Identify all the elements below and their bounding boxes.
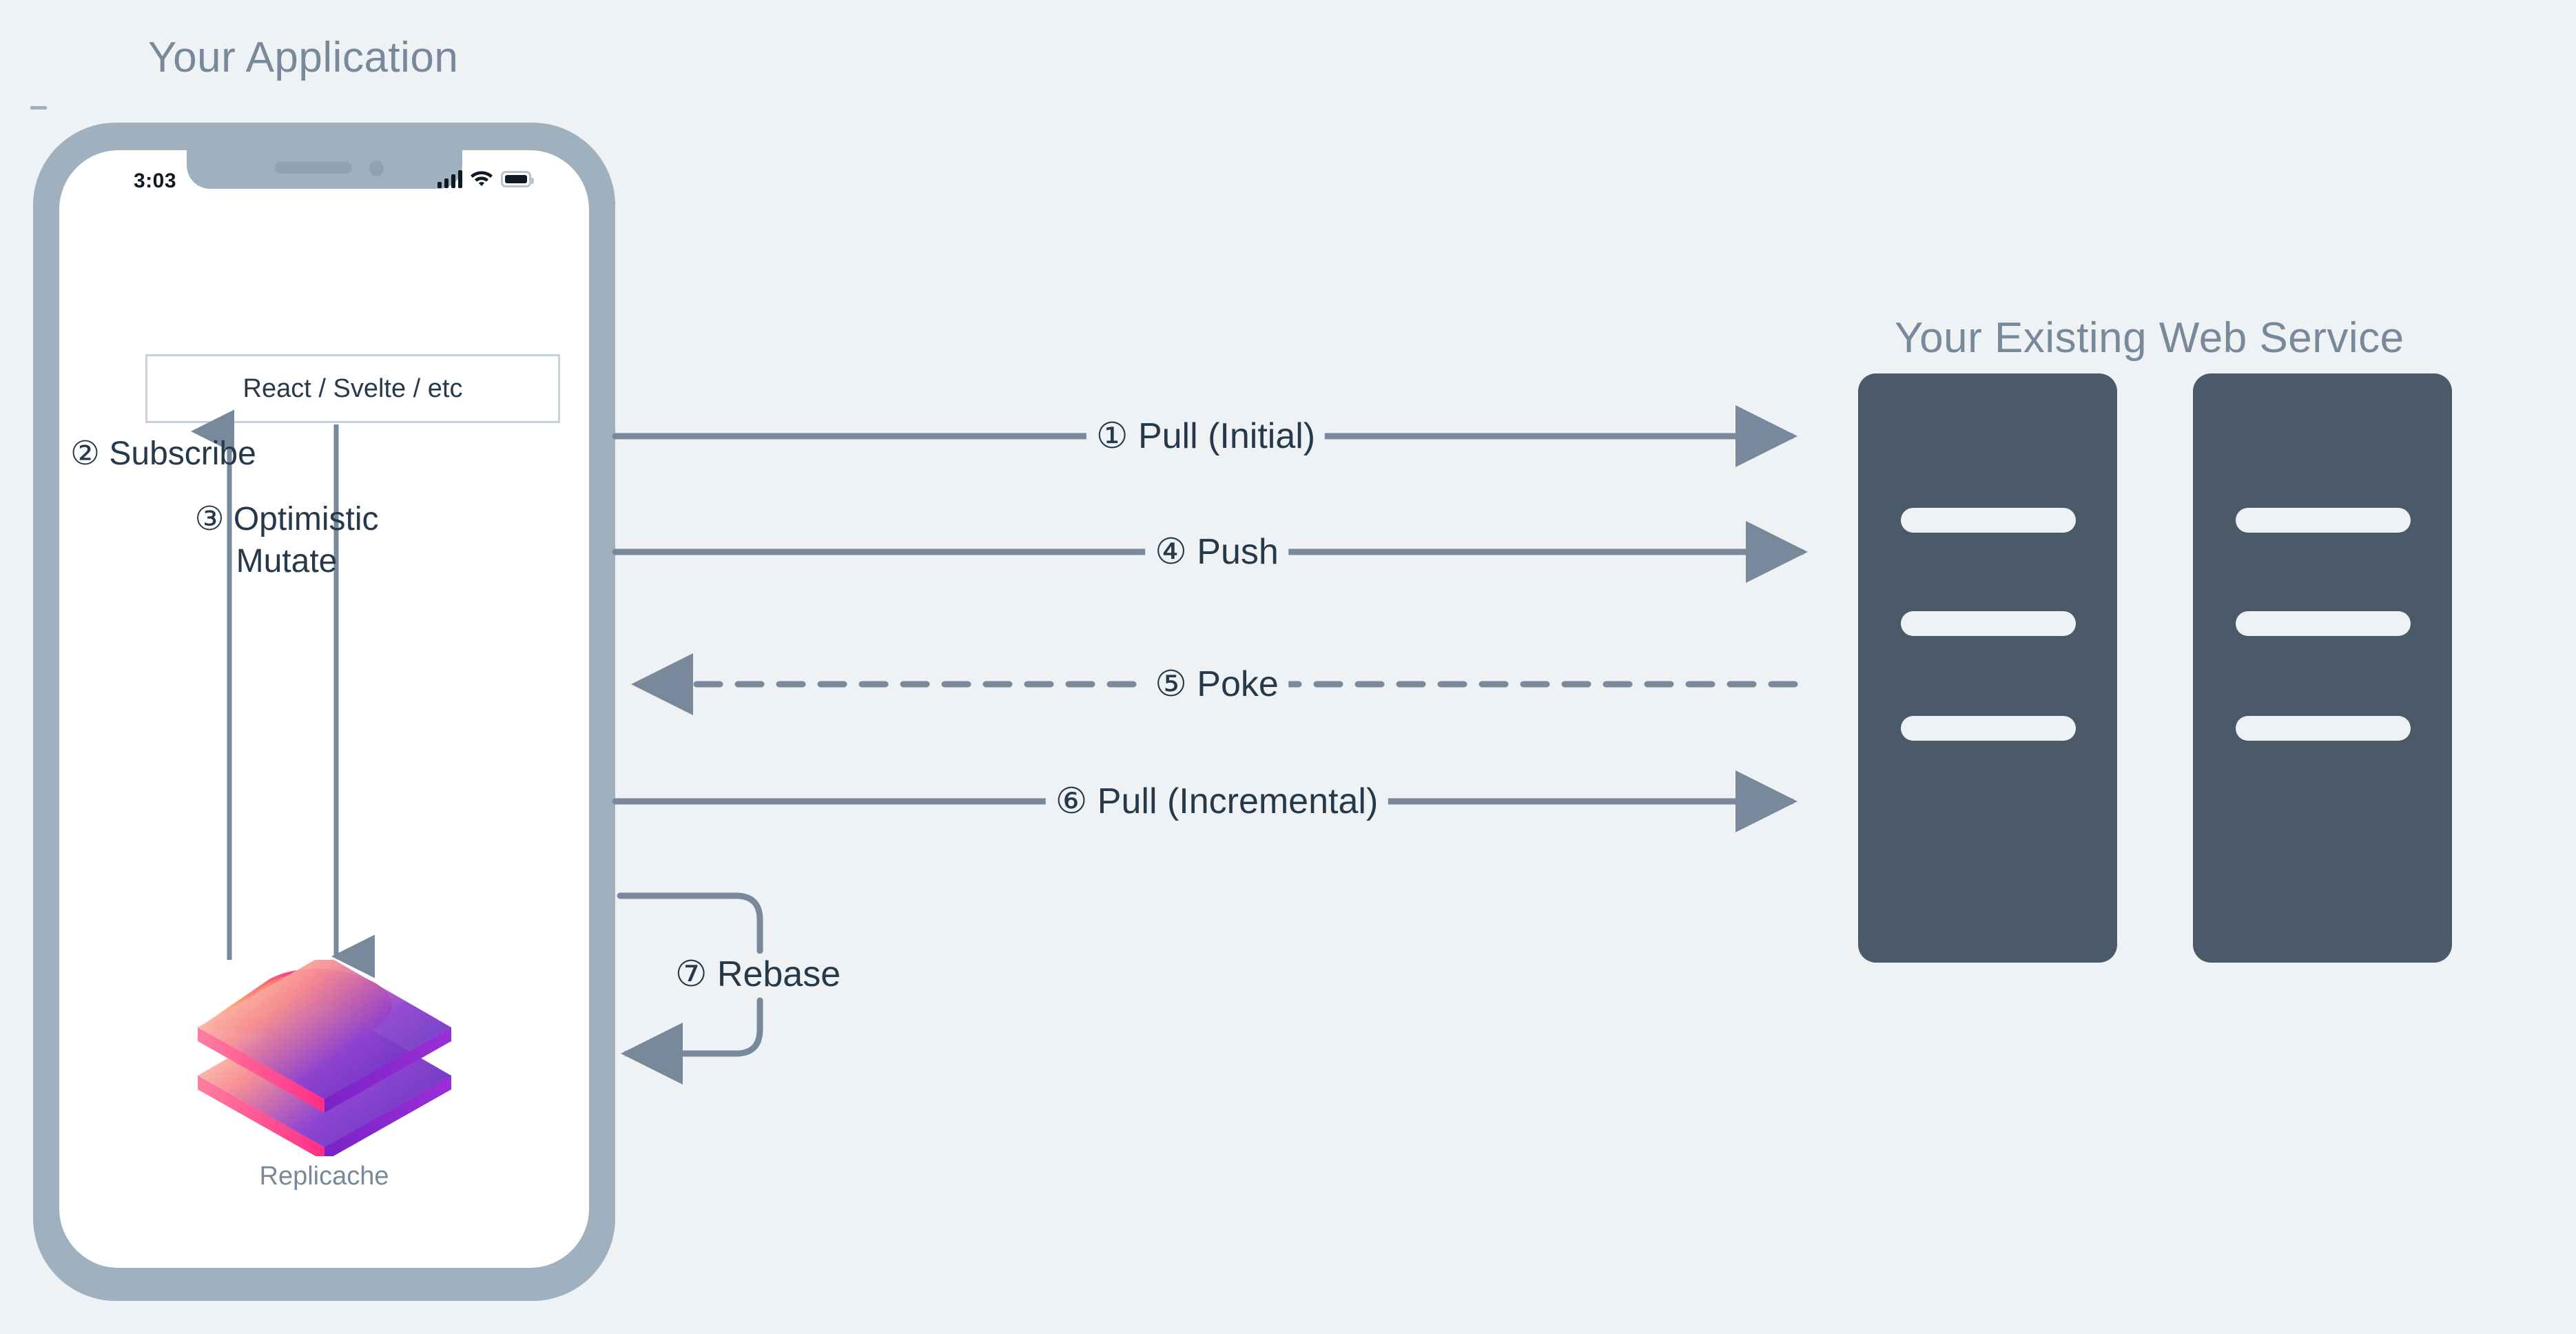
your-existing-web-service-title: Your Existing Web Service <box>1895 314 2404 362</box>
optimistic-mutate-label: ③ Optimistic Mutate <box>194 501 379 580</box>
framework-box-label: React / Svelte / etc <box>243 373 463 403</box>
flow-label-rebase: ⑦ Rebase <box>665 954 851 995</box>
replicache-logo-block: Replicache <box>180 960 469 1191</box>
in-phone-arrows <box>191 409 375 978</box>
flow-label-poke: ⑤ Poke <box>1145 664 1288 705</box>
server-slot <box>2236 611 2411 636</box>
your-application-title: Your Application <box>148 34 459 81</box>
phone-screen: 3:03 React / Svelte / etc <box>59 150 589 1268</box>
server-slot <box>1901 611 2076 636</box>
server-slot <box>2236 716 2411 741</box>
replicache-layers-logo <box>197 960 451 1156</box>
battery-icon <box>501 170 534 187</box>
wifi-icon <box>470 168 493 189</box>
server-slot <box>2236 508 2411 533</box>
phone-notch <box>186 150 462 189</box>
flow-label-pull-incremental: ⑥ Pull (Incremental) <box>1045 781 1388 822</box>
flow-label-pull-initial: ① Pull (Initial) <box>1086 415 1326 457</box>
replicache-caption: Replicache <box>259 1162 389 1191</box>
decorative-dash <box>30 106 47 110</box>
server-slot <box>1901 508 2076 533</box>
camera-icon <box>369 161 384 176</box>
speaker-icon <box>274 162 352 174</box>
phone-device: 3:03 React / Svelte / etc <box>33 123 615 1301</box>
cellular-signal-icon <box>437 170 462 188</box>
subscribe-label: ② Subscribe <box>70 435 256 472</box>
flow-label-push: ④ Push <box>1145 531 1288 573</box>
server-slot <box>1901 716 2076 741</box>
status-bar-icons <box>437 168 534 189</box>
server-rack-2 <box>2193 373 2452 963</box>
status-bar-time: 3:03 <box>134 170 177 192</box>
server-rack-1 <box>1858 373 2117 963</box>
